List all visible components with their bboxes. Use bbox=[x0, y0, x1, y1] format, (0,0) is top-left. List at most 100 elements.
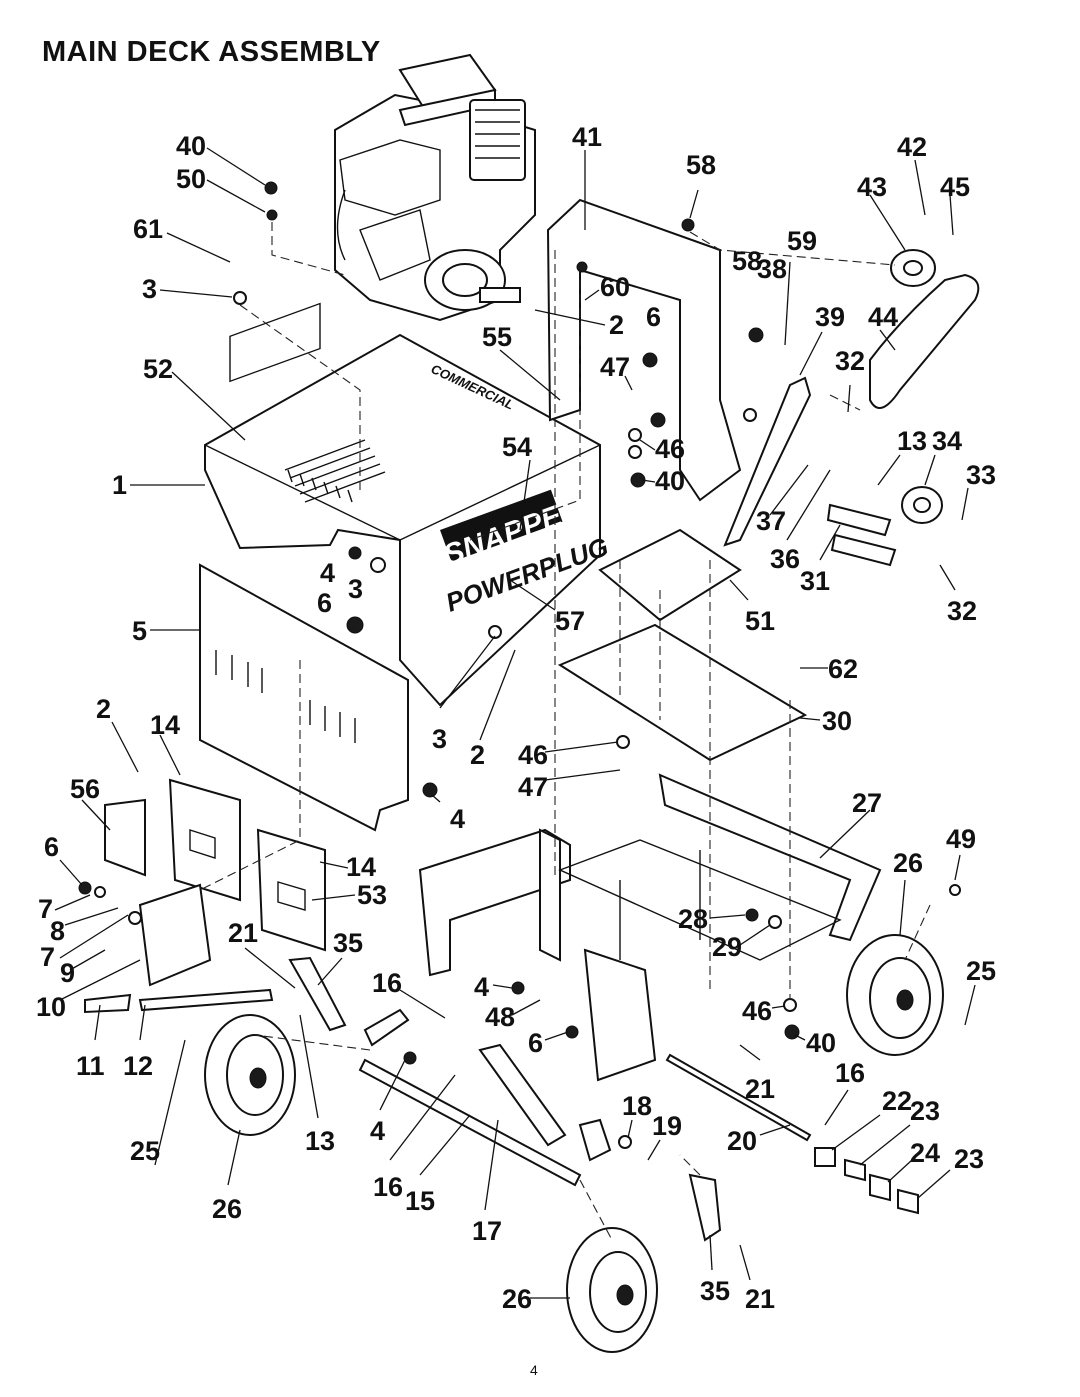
callout-54: 54 bbox=[502, 432, 532, 462]
callout-33: 33 bbox=[966, 460, 996, 490]
callout-16: 16 bbox=[835, 1058, 865, 1088]
callout-61: 61 bbox=[133, 214, 163, 244]
callout-46: 46 bbox=[742, 996, 772, 1026]
callout-38: 38 bbox=[757, 254, 787, 284]
callout-50: 50 bbox=[176, 164, 206, 194]
engine-deck-cover bbox=[204, 302, 601, 707]
callout-30: 30 bbox=[822, 706, 852, 736]
callout-28: 28 bbox=[678, 904, 708, 934]
callout-25: 25 bbox=[966, 956, 996, 986]
callout-47: 47 bbox=[600, 352, 630, 382]
callout-31: 31 bbox=[800, 566, 830, 596]
callout-9: 9 bbox=[60, 958, 75, 988]
callout-3: 3 bbox=[142, 274, 157, 304]
callout-labels: 40 50 61 3 52 1 55 54 41 58 60 2 6 47 46… bbox=[36, 122, 996, 1314]
callout-47: 47 bbox=[518, 772, 548, 802]
callout-26: 26 bbox=[502, 1284, 532, 1314]
callout-57: 57 bbox=[555, 606, 585, 636]
callout-52: 52 bbox=[143, 354, 173, 384]
callout-37: 37 bbox=[756, 506, 786, 536]
callout-leader-lines bbox=[54, 147, 976, 1299]
callout-3: 3 bbox=[348, 574, 363, 604]
callout-6: 6 bbox=[528, 1028, 543, 1058]
callout-4: 4 bbox=[474, 972, 489, 1002]
callout-8: 8 bbox=[50, 916, 65, 946]
callout-10: 10 bbox=[36, 992, 66, 1022]
idler-brackets bbox=[826, 503, 897, 567]
callout-59: 59 bbox=[787, 226, 817, 256]
callout-6: 6 bbox=[646, 302, 661, 332]
callout-19: 19 bbox=[652, 1111, 682, 1141]
callout-13: 13 bbox=[305, 1126, 335, 1156]
callout-35: 35 bbox=[700, 1276, 730, 1306]
callout-62: 62 bbox=[828, 654, 858, 684]
callout-4: 4 bbox=[320, 558, 335, 588]
callout-45: 45 bbox=[940, 172, 970, 202]
callout-40: 40 bbox=[806, 1028, 836, 1058]
callout-4: 4 bbox=[370, 1116, 385, 1146]
callout-34: 34 bbox=[932, 426, 962, 456]
callout-56: 56 bbox=[70, 774, 100, 804]
side-mount-plate bbox=[138, 883, 212, 987]
callout-16: 16 bbox=[373, 1172, 403, 1202]
callout-32: 32 bbox=[835, 346, 865, 376]
callout-40: 40 bbox=[655, 466, 685, 496]
callout-1: 1 bbox=[112, 470, 127, 500]
callout-53: 53 bbox=[357, 880, 387, 910]
callout-18: 18 bbox=[622, 1091, 652, 1121]
assembly-dash-lines bbox=[199, 222, 931, 1241]
callout-11: 11 bbox=[76, 1051, 105, 1081]
idler-lever bbox=[723, 376, 812, 547]
callout-24: 24 bbox=[910, 1138, 940, 1168]
bracket-plates bbox=[104, 778, 326, 952]
callout-20: 20 bbox=[727, 1126, 757, 1156]
fasteners bbox=[78, 181, 961, 1149]
callout-46: 46 bbox=[655, 434, 685, 464]
callout-6: 6 bbox=[44, 832, 59, 862]
callout-22: 22 bbox=[882, 1086, 912, 1116]
main-frame bbox=[418, 773, 882, 1082]
callout-6: 6 bbox=[317, 588, 332, 618]
engine-mount-bracket bbox=[546, 198, 742, 502]
callout-7: 7 bbox=[38, 894, 53, 924]
callout-36: 36 bbox=[770, 544, 800, 574]
callout-25: 25 bbox=[130, 1136, 160, 1166]
callout-2: 2 bbox=[470, 740, 485, 770]
callout-2: 2 bbox=[609, 310, 624, 340]
callout-21: 21 bbox=[745, 1074, 775, 1104]
callout-48: 48 bbox=[485, 1002, 515, 1032]
callout-35: 35 bbox=[333, 928, 363, 958]
engine-illustration bbox=[334, 53, 536, 322]
callout-41: 41 bbox=[572, 122, 602, 152]
callout-5: 5 bbox=[132, 616, 147, 646]
callout-26: 26 bbox=[212, 1194, 242, 1224]
callout-29: 29 bbox=[712, 932, 742, 962]
callout-42: 42 bbox=[897, 132, 927, 162]
callout-7: 7 bbox=[40, 942, 55, 972]
callout-2: 2 bbox=[96, 694, 111, 724]
callout-40: 40 bbox=[176, 131, 206, 161]
callout-58: 58 bbox=[732, 246, 762, 276]
callout-14: 14 bbox=[150, 710, 180, 740]
callout-51: 51 bbox=[745, 606, 775, 636]
callout-3: 3 bbox=[432, 724, 447, 754]
callout-23: 23 bbox=[910, 1096, 940, 1126]
callout-39: 39 bbox=[815, 302, 845, 332]
callout-12: 12 bbox=[123, 1051, 153, 1081]
callout-32: 32 bbox=[947, 596, 977, 626]
callout-21: 21 bbox=[745, 1284, 775, 1314]
callout-46: 46 bbox=[518, 740, 548, 770]
callout-55: 55 bbox=[482, 322, 512, 352]
callout-43: 43 bbox=[857, 172, 887, 202]
callout-58: 58 bbox=[686, 150, 716, 180]
callout-13: 13 bbox=[897, 426, 927, 456]
callout-23: 23 bbox=[954, 1144, 984, 1174]
callout-16: 16 bbox=[372, 968, 402, 998]
page-title: MAIN DECK ASSEMBLY bbox=[42, 36, 381, 68]
callout-60: 60 bbox=[600, 272, 630, 302]
callout-44: 44 bbox=[868, 302, 898, 332]
callout-21: 21 bbox=[228, 918, 258, 948]
belt-and-pulleys bbox=[869, 249, 980, 524]
